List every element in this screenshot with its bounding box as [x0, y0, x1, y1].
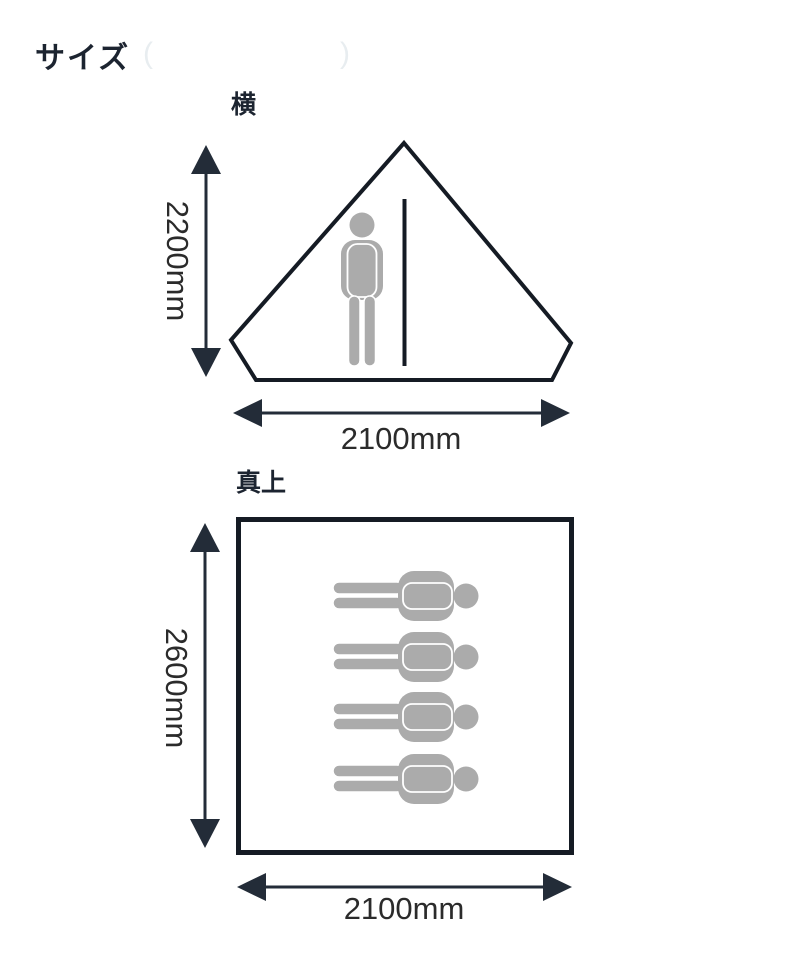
top-depth-dimension-arrow — [190, 523, 220, 848]
floor-outline — [236, 517, 574, 855]
side-view-label: 横 — [231, 91, 257, 119]
side-height-dimension-label: 2200mm — [160, 200, 195, 322]
faint-paren-open: ( — [143, 37, 153, 70]
center-pole-line — [402, 199, 407, 366]
side-height-dimension-arrow — [191, 145, 221, 377]
top-view-label: 真上 — [236, 469, 287, 497]
top-view-drawing — [190, 517, 574, 901]
tent-side-outline — [228, 139, 574, 382]
standing-person-icon — [341, 212, 383, 367]
page-title: サイズ — [35, 42, 131, 75]
side-width-dimension-label: 2100mm — [340, 421, 462, 456]
top-width-dimension-arrow — [237, 873, 572, 901]
side-view-drawing — [191, 139, 574, 427]
faint-paren-close: ) — [340, 37, 350, 70]
top-depth-dimension-label: 2600mm — [159, 627, 194, 749]
top-width-dimension-label: 2100mm — [343, 891, 465, 926]
side-width-dimension-arrow — [233, 399, 570, 427]
